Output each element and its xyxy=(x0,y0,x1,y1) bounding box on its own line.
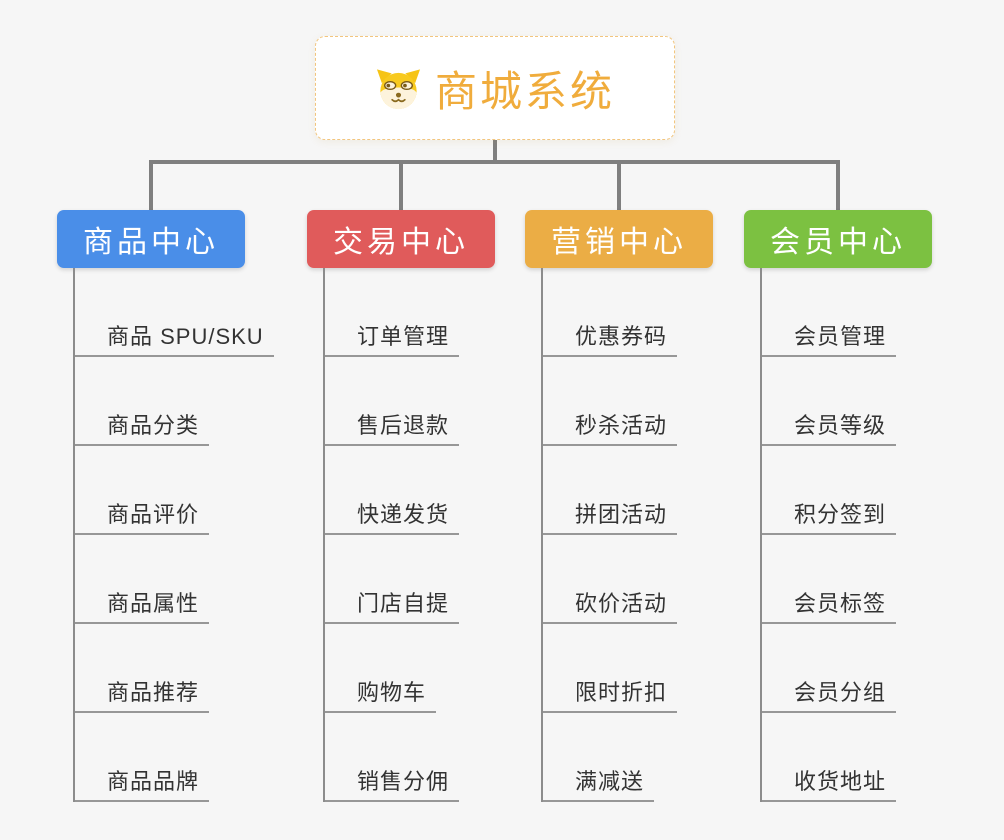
child-row: 会员等级 xyxy=(762,357,932,446)
child-row: 销售分佣 xyxy=(325,713,495,802)
branch-node[interactable]: 商品中心 xyxy=(57,210,245,268)
child-node[interactable]: 订单管理 xyxy=(325,324,460,357)
child-row: 积分签到 xyxy=(762,446,932,535)
child-node[interactable]: 收货地址 xyxy=(762,769,897,802)
root-node[interactable]: 商城系统 xyxy=(315,36,675,140)
branch-label: 会员中心 xyxy=(770,226,906,259)
child-node[interactable]: 秒杀活动 xyxy=(543,413,678,446)
child-row: 限时折扣 xyxy=(543,624,713,713)
child-row: 商品属性 xyxy=(75,535,245,624)
child-list: 会员管理 会员等级 积分签到 会员标签 会员分组 收货地址 xyxy=(760,268,932,802)
branch-node[interactable]: 会员中心 xyxy=(744,210,932,268)
child-row: 会员管理 xyxy=(762,268,932,357)
child-row: 优惠券码 xyxy=(543,268,713,357)
child-node[interactable]: 积分签到 xyxy=(762,502,897,535)
child-row: 购物车 xyxy=(325,624,495,713)
child-row: 售后退款 xyxy=(325,357,495,446)
branch-node[interactable]: 营销中心 xyxy=(525,210,713,268)
child-node[interactable]: 商品属性 xyxy=(75,591,210,624)
child-node[interactable]: 会员等级 xyxy=(762,413,897,446)
child-node[interactable]: 优惠券码 xyxy=(543,324,678,357)
branch-node[interactable]: 交易中心 xyxy=(307,210,495,268)
child-row: 满减送 xyxy=(543,713,713,802)
child-node[interactable]: 快递发货 xyxy=(325,502,460,535)
child-row: 收货地址 xyxy=(762,713,932,802)
child-list: 订单管理 售后退款 快递发货 门店自提 购物车 销售分佣 xyxy=(323,268,495,802)
child-node[interactable]: 商品分类 xyxy=(75,413,210,446)
child-node[interactable]: 会员标签 xyxy=(762,591,897,624)
child-row: 门店自提 xyxy=(325,535,495,624)
child-row: 商品品牌 xyxy=(75,713,245,802)
child-node[interactable]: 商品评价 xyxy=(75,502,210,535)
child-row: 商品分类 xyxy=(75,357,245,446)
branch-label: 营销中心 xyxy=(551,226,687,259)
branch-label: 交易中心 xyxy=(333,226,469,259)
child-row: 拼团活动 xyxy=(543,446,713,535)
child-node[interactable]: 商品推荐 xyxy=(75,680,210,713)
child-node[interactable]: 砍价活动 xyxy=(543,591,678,624)
doge-icon xyxy=(376,69,421,110)
child-row: 商品评价 xyxy=(75,446,245,535)
child-row: 订单管理 xyxy=(325,268,495,357)
child-list: 商品 SPU/SKU 商品分类 商品评价 商品属性 商品推荐 商品品牌 xyxy=(73,268,274,802)
branch-label: 商品中心 xyxy=(83,226,219,259)
child-node[interactable]: 商品品牌 xyxy=(75,769,210,802)
branch-column: 会员中心 会员管理 会员等级 积分签到 会员标签 会员分组 收货地址 xyxy=(744,210,932,802)
child-row: 会员标签 xyxy=(762,535,932,624)
branch-column: 商品中心 商品 SPU/SKU 商品分类 商品评价 商品属性 商品推荐 商品品牌 xyxy=(57,210,274,802)
child-list: 优惠券码 秒杀活动 拼团活动 砍价活动 限时折扣 满减送 xyxy=(541,268,713,802)
child-node[interactable]: 门店自提 xyxy=(325,591,460,624)
branch-column: 营销中心 优惠券码 秒杀活动 拼团活动 砍价活动 限时折扣 满减送 xyxy=(525,210,713,802)
child-row: 快递发货 xyxy=(325,446,495,535)
child-node[interactable]: 购物车 xyxy=(325,680,437,713)
child-node[interactable]: 商品 SPU/SKU xyxy=(75,324,274,357)
branch-column: 交易中心 订单管理 售后退款 快递发货 门店自提 购物车 销售分佣 xyxy=(307,210,495,802)
child-row: 秒杀活动 xyxy=(543,357,713,446)
child-node[interactable]: 限时折扣 xyxy=(543,680,678,713)
child-node[interactable]: 拼团活动 xyxy=(543,502,678,535)
child-node[interactable]: 销售分佣 xyxy=(325,769,460,802)
child-node[interactable]: 满减送 xyxy=(543,769,655,802)
child-node[interactable]: 会员分组 xyxy=(762,680,897,713)
child-row: 商品 SPU/SKU xyxy=(75,268,274,357)
child-row: 砍价活动 xyxy=(543,535,713,624)
child-node[interactable]: 会员管理 xyxy=(762,324,897,357)
child-row: 会员分组 xyxy=(762,624,932,713)
root-title: 商城系统 xyxy=(434,67,615,115)
child-row: 商品推荐 xyxy=(75,624,245,713)
child-node[interactable]: 售后退款 xyxy=(325,413,460,446)
